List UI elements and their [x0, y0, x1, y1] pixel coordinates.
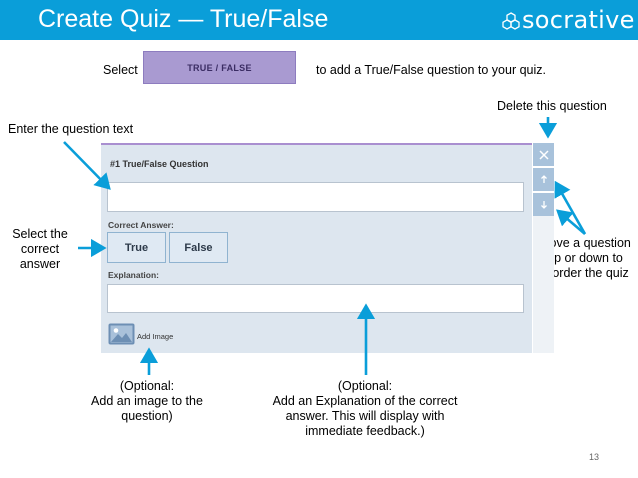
instruction-prefix: Select — [103, 63, 138, 77]
move-up-button[interactable] — [533, 168, 554, 191]
logo-text: socrative — [522, 6, 635, 34]
page-number: 13 — [589, 452, 600, 462]
delete-question-button[interactable] — [533, 143, 554, 166]
callout-move: Move a question up or down to reorder th… — [539, 236, 631, 280]
hexagon-logo-icon — [502, 12, 520, 30]
true-false-button[interactable]: TRUE / FALSE — [143, 51, 296, 84]
socrative-logo: socrative — [502, 6, 634, 35]
answer-false-button[interactable]: False — [169, 232, 228, 263]
arrow-up-icon — [540, 175, 547, 183]
image-icon[interactable] — [108, 323, 135, 345]
arrow-move-down — [556, 209, 586, 235]
page-title: Create Quiz — True/False — [38, 5, 329, 33]
correct-answer-label: Correct Answer: — [108, 220, 174, 230]
question-title: #1 True/False Question — [110, 159, 209, 169]
instruction-suffix: to add a True/False question to your qui… — [316, 63, 546, 77]
move-down-button[interactable] — [533, 193, 554, 216]
header-bar: Create Quiz — True/False socrative — [0, 0, 638, 40]
answer-true-button[interactable]: True — [107, 232, 166, 263]
close-icon — [538, 149, 549, 160]
callout-question-text: Enter the question text — [8, 122, 134, 136]
callout-optional-explanation: (Optional: Add an Explanation of the cor… — [272, 379, 458, 438]
callout-optional-image: (Optional: Add an image to the question) — [91, 379, 203, 423]
side-strip — [533, 216, 554, 353]
arrow-down-icon — [540, 201, 547, 209]
question-card: #1 True/False Question Correct Answer: T… — [101, 143, 532, 353]
arrow-move-up — [554, 180, 587, 235]
callout-delete: Delete this question — [497, 99, 607, 113]
callout-select-answer: Select the correct answer — [12, 227, 68, 271]
explanation-label: Explanation: — [108, 270, 160, 280]
question-text-input[interactable] — [107, 182, 524, 212]
explanation-input[interactable] — [107, 284, 524, 313]
add-image-link[interactable]: Add Image — [137, 332, 174, 341]
